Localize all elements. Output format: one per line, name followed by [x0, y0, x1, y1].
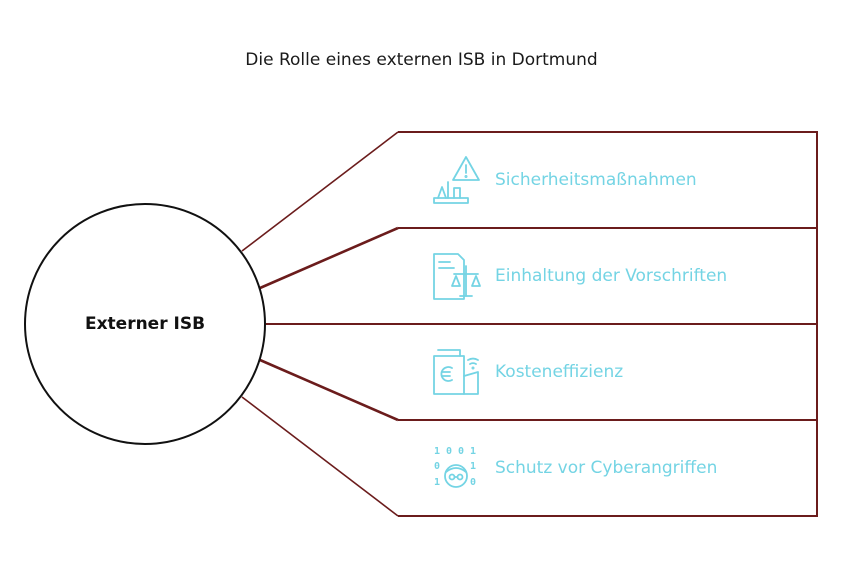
item-label-einhaltung-der-vorschriften: Einhaltung der Vorschriften — [495, 266, 728, 286]
item-label-kosteneffizienz: Kosteneffizienz — [495, 362, 624, 382]
svg-text:0: 0 — [446, 446, 452, 457]
diagram-title: Die Rolle eines externen ISB in Dortmund — [245, 50, 598, 70]
connector-4 — [241, 396, 399, 517]
svg-text:1: 1 — [470, 446, 476, 457]
center-circle — [24, 203, 266, 445]
center-label: Externer ISB — [84, 314, 206, 334]
connector-1 — [241, 131, 399, 252]
item-label-sicherheitsmassnahmen: Sicherheitsmaßnahmen — [495, 170, 697, 190]
wallet-euro-icon — [433, 349, 479, 395]
svg-text:0: 0 — [470, 477, 476, 488]
item-label-schutz-vor-cyberangriffen: Schutz vor Cyberangriffen — [495, 458, 718, 478]
svg-text:1: 1 — [470, 461, 476, 472]
document-scales-icon — [433, 253, 481, 300]
connector-2 — [259, 226, 399, 290]
connector-3 — [259, 358, 399, 422]
warning-triangle-icon — [433, 156, 480, 204]
binary-hacker-icon: 1 0 0 1 0 1 1 0 — [434, 446, 476, 488]
svg-text:1: 1 — [434, 446, 440, 457]
svg-text:0: 0 — [458, 446, 464, 457]
svg-text:1: 1 — [434, 477, 440, 488]
svg-text:0: 0 — [434, 461, 440, 472]
